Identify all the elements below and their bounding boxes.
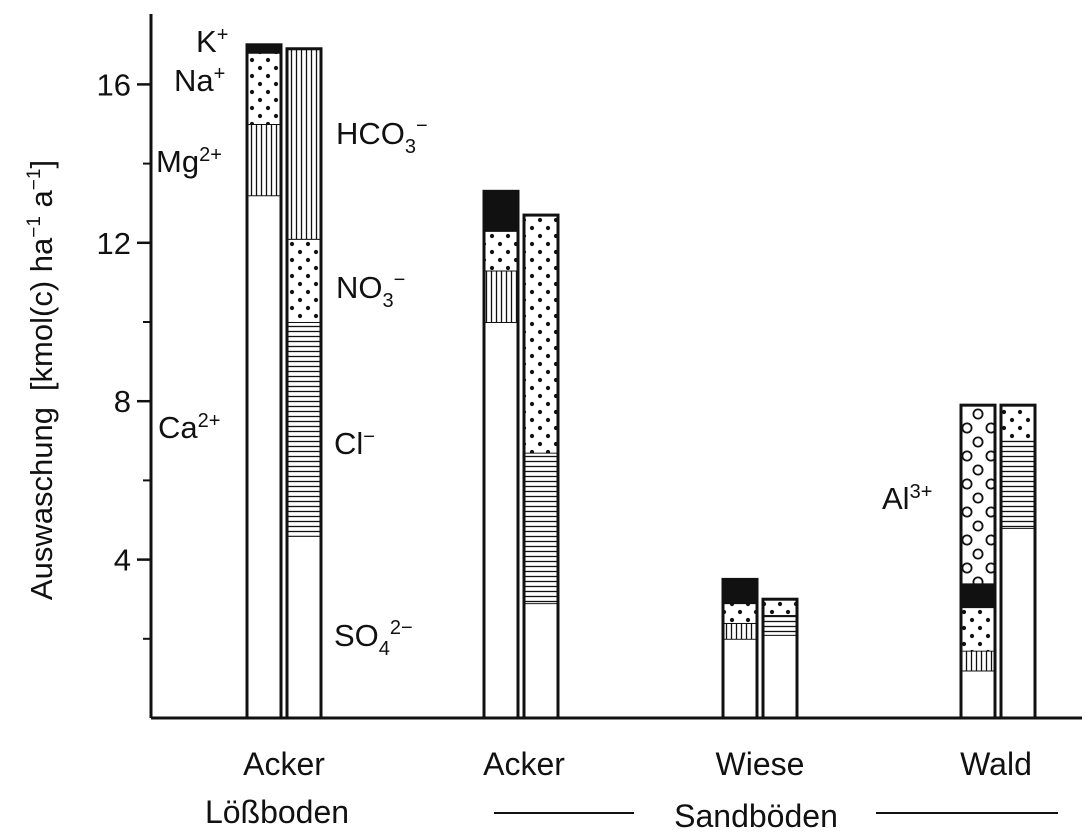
bar-segment-cl [763, 615, 797, 635]
bar-segment-so42 [1001, 527, 1035, 718]
bar-segment-mg2 [247, 124, 281, 196]
bar-segment-na [484, 230, 518, 271]
bar-segment-ca2 [247, 195, 281, 718]
bar-segment-k [247, 44, 281, 53]
ion-label-hco3: HCO3− [336, 115, 428, 158]
ion-label-mg: Mg2+ [156, 144, 222, 179]
bar-segment-hco3 [287, 48, 321, 239]
bar-segment-mg2 [723, 622, 757, 639]
category-label-acker-sand: Acker [483, 746, 565, 782]
bar-outline [245, 43, 283, 720]
bar-segment-no3 [287, 238, 321, 322]
bar-segment-k [961, 583, 995, 608]
ion-label-k: K+ [196, 24, 228, 59]
bar-segment-so42 [763, 634, 797, 718]
bar-outline [285, 47, 323, 720]
y-tick-label: 4 [114, 543, 131, 578]
bar-segment-al3 [961, 405, 995, 584]
bar-segment-no3 [1001, 405, 1035, 441]
ion-label-ca: Ca2+ [158, 410, 220, 445]
bar-segment-mg2 [961, 650, 995, 671]
bar-segment-k [484, 191, 518, 231]
bar-segment-so42 [287, 535, 321, 718]
bar-segment-cl [524, 452, 558, 604]
y-axis-ticks: 4 8 12 16 [97, 67, 151, 640]
y-tick-label: 8 [114, 384, 131, 419]
bar-segment-so42 [524, 603, 558, 718]
bar-segment-na [961, 607, 995, 651]
caption-sandboeden: Sandböden [674, 798, 838, 834]
bar-outline [999, 403, 1037, 720]
bar-segment-no3 [524, 215, 558, 453]
bar-segment-ca2 [961, 670, 995, 718]
y-tick-label: 16 [97, 67, 131, 102]
category-label-wiese: Wiese [716, 746, 805, 782]
bar-segment-na [723, 603, 757, 623]
y-tick-label: 12 [97, 226, 131, 261]
caption-loessboden: Lößboden [205, 794, 349, 830]
bar-outline [959, 403, 997, 720]
bar-segment-ca2 [723, 638, 757, 718]
bars [245, 43, 1037, 720]
bar-outline [522, 213, 560, 720]
y-axis-title: Auswaschung[kmol(c) ha−1 a−1] [24, 160, 59, 600]
bar-segment-na [247, 52, 281, 124]
bar-segment-no3 [763, 599, 797, 616]
ion-label-na: Na+ [174, 63, 225, 98]
bar-outline [482, 189, 520, 720]
ion-label-no3: NO3− [336, 269, 405, 312]
ion-label-al: Al3+ [882, 481, 932, 516]
bar-outline [761, 597, 799, 720]
ion-label-so4: SO42− [334, 617, 413, 660]
bar-segment-ca2 [484, 322, 518, 718]
bar-outline [721, 577, 759, 720]
category-label-wald: Wald [960, 746, 1032, 782]
category-label-acker-loess: Acker [243, 746, 325, 782]
bar-segment-mg2 [484, 270, 518, 322]
bar-segment-cl [1001, 440, 1035, 528]
bar-segment-cl [287, 322, 321, 536]
bar-segment-k [723, 579, 757, 604]
ion-label-cl: Cl− [334, 426, 375, 461]
